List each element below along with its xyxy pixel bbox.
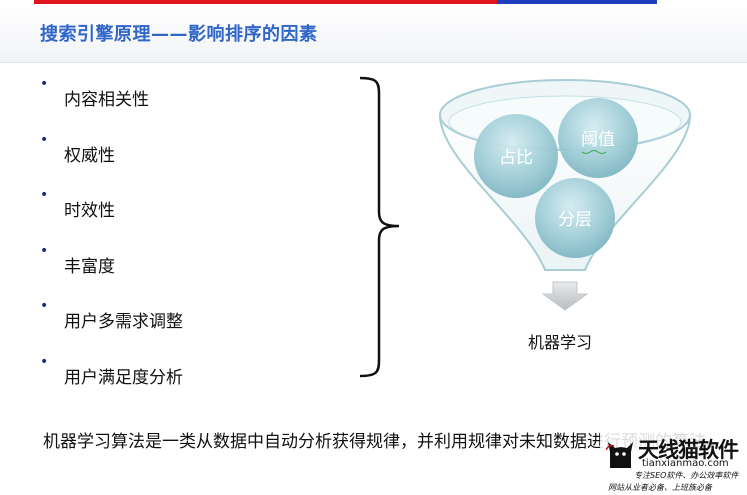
bullet-icon: • — [40, 298, 49, 314]
factor-label: 时效性 — [64, 201, 115, 221]
top-accent-bar-blue — [497, 0, 657, 4]
factor-label: 丰富度 — [64, 256, 115, 277]
bubble-fenceng: 分层 — [535, 178, 615, 258]
cat-logo-icon — [606, 442, 633, 468]
bubble-label: 阈值 — [581, 130, 615, 150]
slide-title: 搜索引擎原理——影响排序的因素 — [40, 24, 318, 45]
bullet-icon: • — [40, 353, 49, 370]
factor-item: • 用户多需求调整 — [40, 298, 360, 358]
top-accent-bar-red — [34, 0, 497, 4]
down-arrow-icon — [541, 281, 589, 311]
header-band — [0, 4, 747, 63]
bubble-yuzhi: 阈值 — [558, 98, 638, 178]
watermark-brand: 天线猫软件 — [638, 438, 739, 462]
bubble-label: 分层 — [558, 210, 592, 230]
right-brace-icon — [359, 76, 400, 378]
factor-item: • 丰富度 — [40, 242, 360, 303]
bullet-icon: • — [40, 76, 49, 92]
bullet-icon: • — [40, 242, 49, 259]
factor-list: • 内容相关性 • 权威性 • 时效性 • 丰富度 • 用户多需求调整 • 用户… — [40, 76, 360, 414]
factor-label: 用户满足度分析 — [64, 367, 183, 388]
factor-label: 权威性 — [64, 145, 115, 166]
definition-paragraph: 机器学习算法是一类从数据中自动分析获得规律，并利用规律对未知数据进行预测的算法。 — [43, 432, 723, 452]
factor-label: 用户多需求调整 — [64, 312, 183, 332]
factor-label: 内容相关性 — [64, 90, 149, 110]
bullet-icon: • — [40, 187, 49, 203]
watermark-tagline: 网站从业者必备、上班族必备 — [608, 483, 712, 492]
funnel-diagram: 占比 阈值 分层 — [438, 79, 692, 311]
factor-item: • 内容相关性 — [40, 76, 360, 136]
watermark-tagline: 专注SEO软件、办公效率软件 — [634, 471, 739, 480]
factor-item: • 权威性 — [40, 131, 360, 192]
bubble-label: 占比 — [499, 148, 533, 168]
funnel-caption: 机器学习 — [528, 333, 593, 352]
watermark: 天线猫软件 tianxianmao.com 专注SEO软件、办公效率软件 网站从… — [600, 432, 747, 495]
factor-item: • 用户满足度分析 — [40, 353, 360, 414]
bubble-zhanbi: 占比 — [474, 114, 558, 198]
factor-item: • 时效性 — [40, 187, 360, 247]
bullet-icon: • — [40, 131, 49, 148]
watermark-domain: tianxianmao.com — [642, 458, 729, 469]
